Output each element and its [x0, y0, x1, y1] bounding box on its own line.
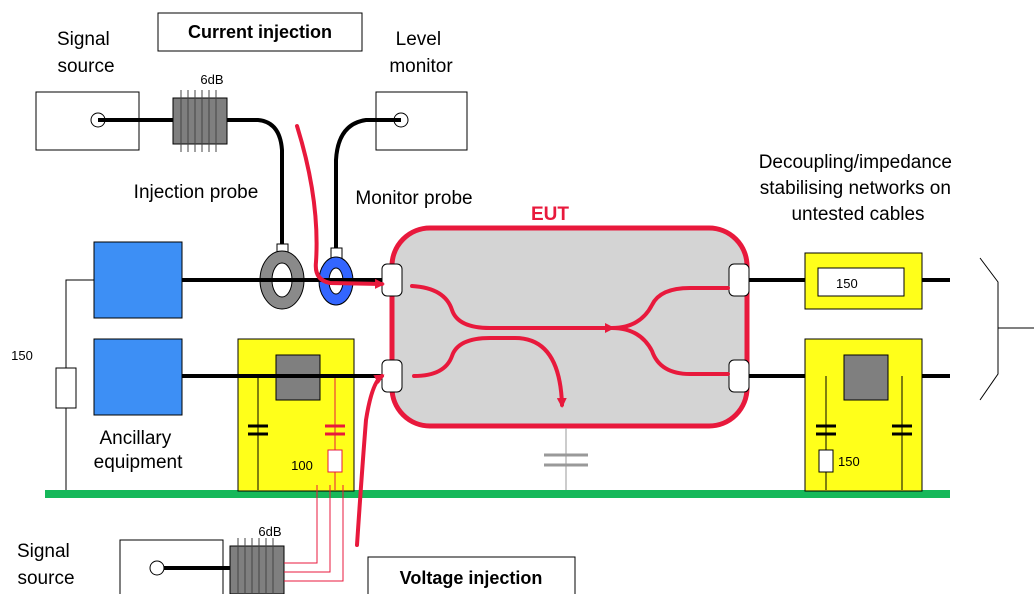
label-attenuator-top: 6dB	[200, 72, 223, 87]
monitor-probe	[318, 247, 354, 306]
right-bracket	[979, 257, 999, 401]
signal-source-top-box	[35, 91, 140, 151]
ancillary-box-top	[93, 241, 183, 319]
attenuator-top	[172, 90, 228, 152]
label-monitor-probe: Monitor probe	[355, 188, 472, 209]
label-cdn-left-value: 100	[291, 458, 313, 473]
label-level-monitor: Level monitor	[389, 29, 453, 77]
cdn-left	[237, 338, 355, 492]
injection-probe	[259, 243, 305, 310]
label-cdn-right-value: 150	[838, 454, 860, 469]
voltage-injection-box	[367, 556, 576, 594]
label-ancillary: Ancillary equipment	[94, 428, 183, 473]
label-signal-source-top: Signal source	[57, 29, 115, 77]
ground-plane	[45, 490, 950, 498]
cdn-right	[804, 338, 923, 492]
eut-connector-right-top	[728, 263, 750, 297]
label-signal-source-bottom: Signal source	[17, 541, 75, 589]
decoupling-network-top	[804, 252, 923, 310]
signal-source-bottom-connector	[149, 560, 165, 576]
ancillary-box-bottom	[93, 338, 183, 416]
label-resistor-left: 150	[11, 348, 33, 363]
label-attenuator-bottom: 6dB	[258, 524, 281, 539]
label-network-top-value: 150	[836, 276, 858, 291]
eut-connector-left-bottom	[381, 359, 403, 393]
eut-connector-left-top	[381, 263, 403, 297]
signal-paths	[295, 124, 730, 547]
eut-connector-right-bottom	[728, 359, 750, 393]
label-decoupling: Decoupling/impedance stabilising network…	[759, 152, 958, 225]
label-eut: EUT	[531, 204, 569, 225]
label-injection-probe: Injection probe	[134, 182, 259, 203]
label-voltage-injection: Voltage injection	[400, 568, 543, 588]
label-current-injection: Current injection	[188, 22, 332, 42]
resistor-left	[55, 367, 77, 409]
eut-ground-capacitor	[544, 428, 588, 490]
current-injection-box	[157, 12, 363, 52]
attenuator-bottom	[229, 538, 285, 594]
